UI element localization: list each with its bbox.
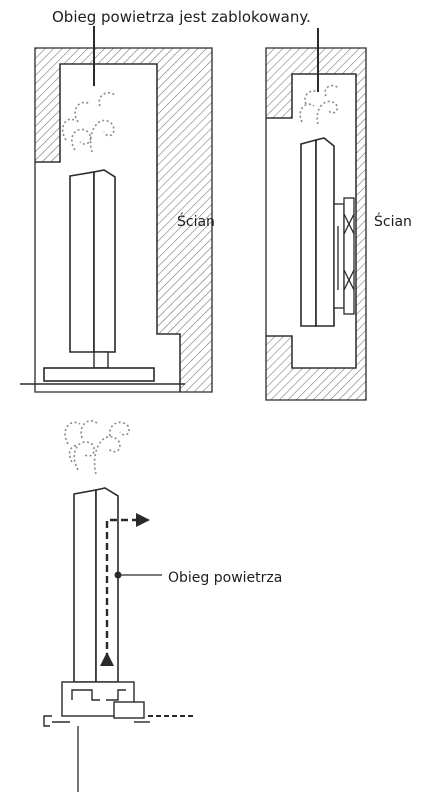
airflow-label: Obieg powietrza [168,570,283,586]
airflow-callout-dot [114,571,122,579]
airflow-arrow-right [136,513,150,527]
tv-back-bottom [95,487,119,683]
wall-mount-figure [265,28,367,401]
airflow-path [105,518,138,660]
stand-detail [43,681,150,727]
tv-base-left [43,367,155,382]
blocked-air-swirl-left [61,91,117,153]
tv-body-left [69,171,95,353]
recess-cavity-outline-right [266,73,357,369]
recess-cavity-outline [35,63,181,392]
wall-label-left: Ścian [177,214,215,230]
tv-back-right [315,137,335,327]
tv-body-bottom [73,489,97,683]
blocked-air-caption: Obieg powietrza jest zablokowany. [52,8,311,26]
tv-neck-left [93,351,109,369]
blocked-air-swirl-right [299,84,339,125]
stand-recess-figure [20,26,213,393]
wall-label-right: Ścian [374,214,412,230]
tv-back-left [93,169,116,353]
airflow-arrow-up [100,652,114,666]
airflow-figure [43,420,196,792]
free-air-swirl [64,420,130,475]
wall-bracket [333,197,355,315]
tv-body-right [300,138,317,327]
